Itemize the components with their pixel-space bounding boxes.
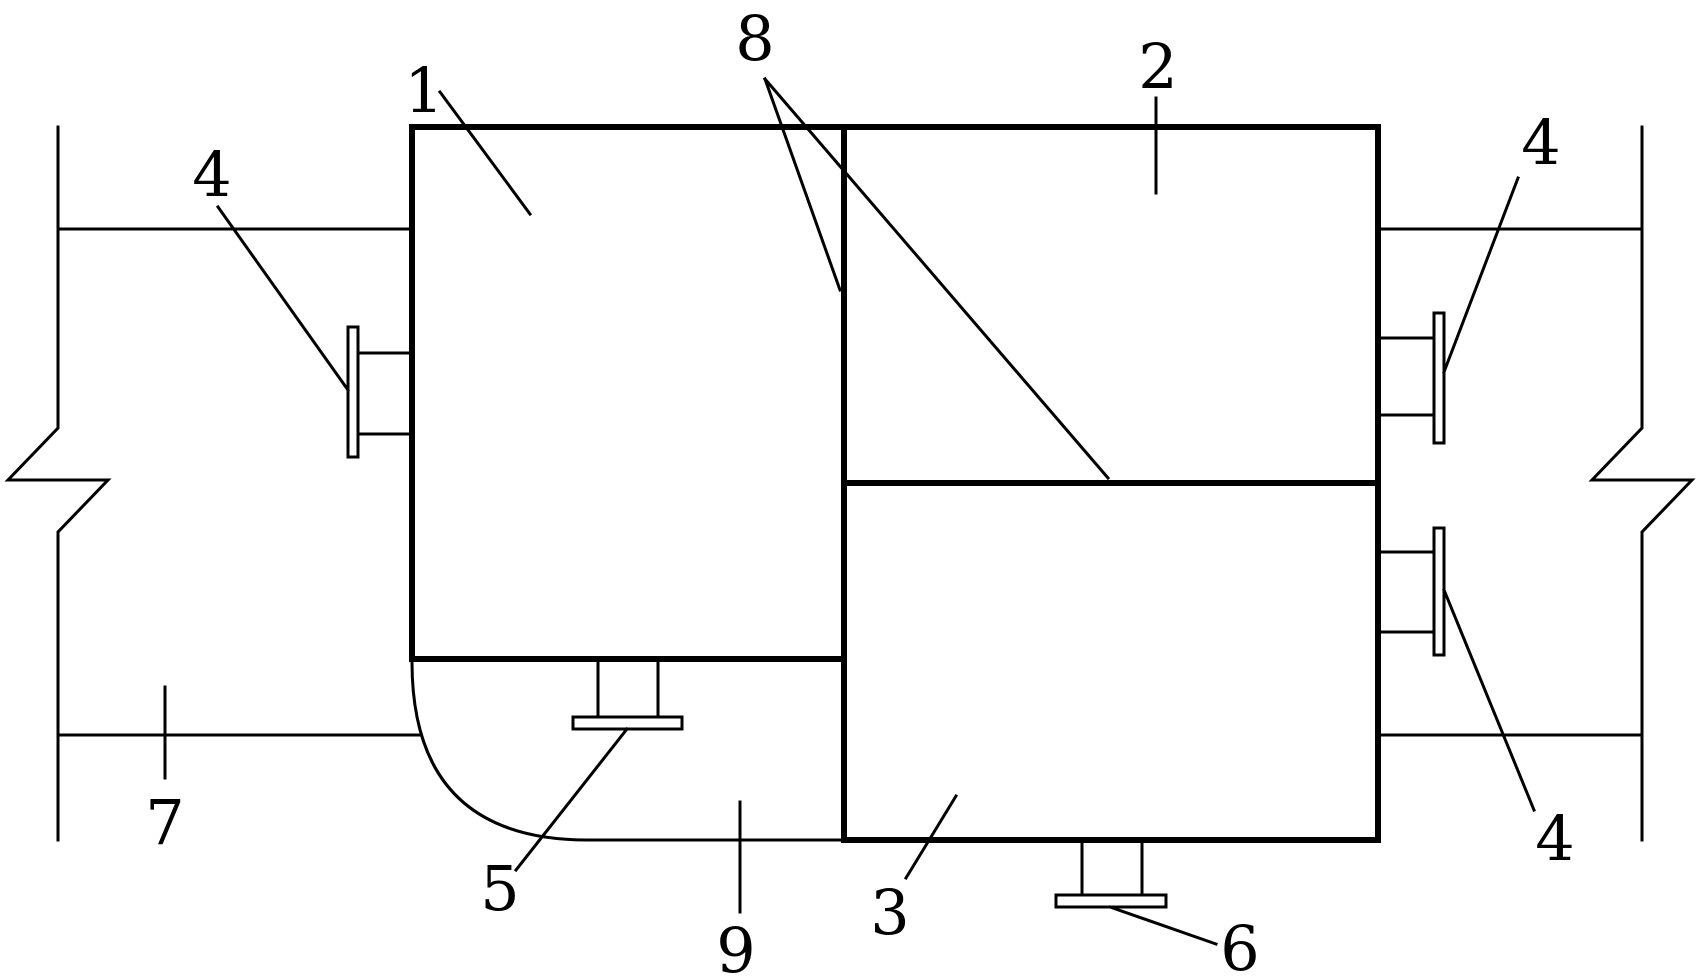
leader-4-right-bottom bbox=[1442, 588, 1536, 812]
label-5: 5 bbox=[480, 852, 519, 925]
chamber-3 bbox=[841, 480, 1381, 843]
outlet-6 bbox=[1054, 838, 1168, 909]
outlet-5-flange bbox=[571, 715, 684, 731]
right-flange-lower-plate bbox=[1432, 526, 1446, 657]
leader-6 bbox=[1108, 905, 1218, 946]
chamber-1 bbox=[409, 124, 847, 662]
label-1: 1 bbox=[404, 54, 443, 127]
leader-1 bbox=[437, 89, 533, 217]
label-3: 3 bbox=[870, 876, 909, 949]
reference-numerals: 1 2 3 4 4 4 5 6 7 8 9 bbox=[145, 2, 1574, 978]
right-flange-upper bbox=[1376, 311, 1446, 445]
label-4-right-top: 4 bbox=[1521, 106, 1560, 179]
label-6: 6 bbox=[1220, 912, 1259, 978]
leader-5 bbox=[513, 726, 630, 873]
leader-3 bbox=[903, 793, 959, 881]
label-7: 7 bbox=[145, 786, 184, 859]
right-flange-upper-plate bbox=[1432, 311, 1446, 445]
leader-8b bbox=[762, 76, 1111, 481]
chamber-2 bbox=[841, 124, 1381, 486]
outlet-6-flange bbox=[1054, 893, 1168, 909]
label-9: 9 bbox=[716, 914, 755, 978]
hopper-curve bbox=[410, 660, 590, 842]
leader-lines bbox=[163, 76, 1536, 946]
right-duct bbox=[1376, 125, 1696, 842]
right-flange-lower bbox=[1376, 526, 1446, 657]
right-break-line bbox=[1588, 125, 1696, 842]
outlet-5 bbox=[571, 660, 684, 731]
left-flange-plate bbox=[346, 325, 360, 459]
left-duct bbox=[4, 125, 422, 842]
leader-8a bbox=[763, 77, 842, 292]
hopper-9 bbox=[410, 660, 846, 842]
label-8: 8 bbox=[735, 2, 774, 75]
label-2: 2 bbox=[1138, 30, 1177, 103]
leader-4-left bbox=[215, 204, 351, 393]
label-4-left: 4 bbox=[192, 138, 231, 211]
label-4-right-bottom: 4 bbox=[1535, 802, 1574, 875]
left-break-line bbox=[4, 125, 112, 842]
left-flange bbox=[346, 325, 414, 459]
leader-4-right-top bbox=[1442, 176, 1520, 374]
